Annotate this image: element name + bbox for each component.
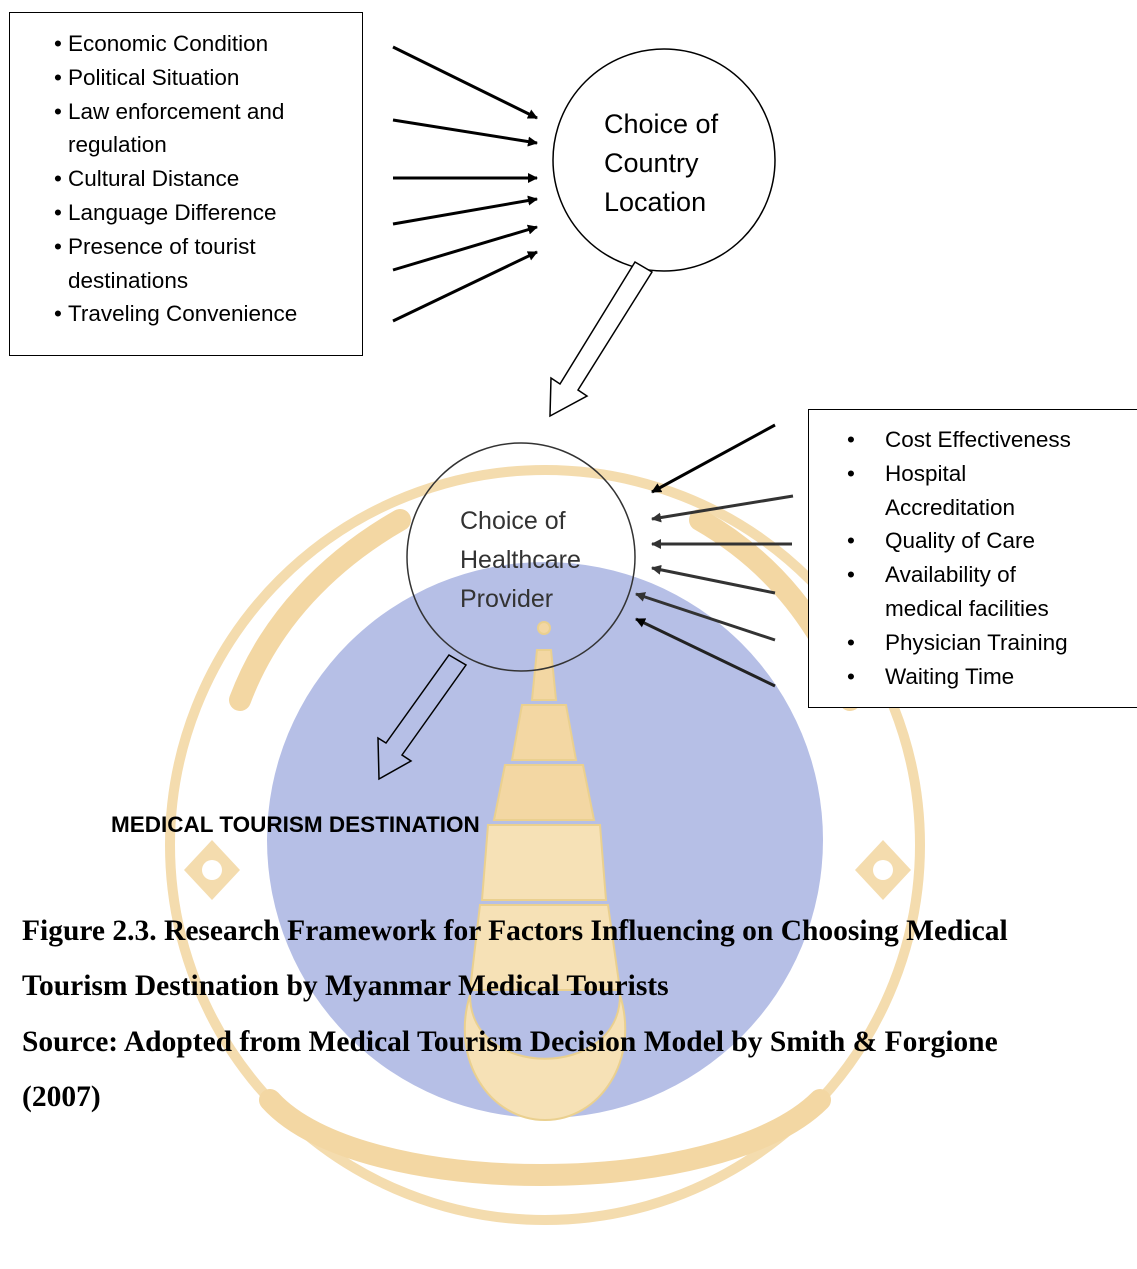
- block-arrow-country-to-provider: [549, 260, 654, 418]
- provider-factor-arrows: [635, 423, 794, 688]
- provider-node-line: Provider: [460, 585, 554, 613]
- block-arrow-provider-to-destination: [377, 654, 468, 781]
- list-item: Availability of medical facilities: [809, 558, 1085, 626]
- country-factors-box: Economic Condition Political Situation L…: [9, 12, 363, 356]
- list-item: Cost Effectiveness: [809, 423, 1137, 457]
- destination-label: MEDICAL TOURISM DESTINATION: [111, 812, 480, 837]
- list-item: Presence of tourist destinations: [10, 230, 298, 298]
- country-node-line: Location: [604, 187, 707, 217]
- country-factors-list: Economic Condition Political Situation L…: [10, 13, 362, 331]
- arrow: [392, 118, 538, 147]
- arrow: [651, 564, 776, 595]
- provider-node-circle: [406, 442, 636, 672]
- figure-caption-line: Figure 2.3. Research Framework for Facto…: [22, 915, 1008, 947]
- arrow: [392, 195, 538, 226]
- list-item: Traveling Convenience: [10, 297, 362, 331]
- seal-crest: [463, 621, 627, 1122]
- figure-caption-line: Tourism Destination by Myanmar Medical T…: [22, 970, 669, 1002]
- list-item: Economic Condition: [10, 27, 362, 61]
- seal-outer-ring: [165, 465, 925, 1225]
- seal-flower-left: [184, 840, 240, 900]
- list-item: Political Situation: [10, 61, 362, 95]
- list-item: Waiting Time: [809, 660, 1137, 694]
- seal-flower-right: [855, 840, 911, 900]
- arrow: [635, 592, 776, 642]
- figure-source-line: Source: Adopted from Medical Tourism Dec…: [22, 1026, 998, 1058]
- provider-factors-list: Cost Effectiveness Hospital Accreditatio…: [809, 410, 1137, 693]
- list-item: Physician Training: [809, 626, 1137, 660]
- figure-source-line: (2007): [22, 1081, 101, 1113]
- list-item: Hospital Accreditation: [809, 457, 1055, 525]
- arrow: [392, 250, 538, 323]
- country-node-circle: [552, 48, 776, 272]
- country-factor-arrows: [392, 45, 538, 323]
- provider-node-line: Choice of: [460, 507, 566, 535]
- arrow: [651, 423, 776, 494]
- arrow: [651, 494, 794, 523]
- list-item: Law enforcement and regulation: [10, 95, 318, 163]
- arrow: [392, 224, 538, 272]
- list-item: Language Difference: [10, 196, 362, 230]
- country-node-line: Country: [604, 148, 699, 178]
- provider-node-line: Healthcare: [460, 546, 581, 574]
- provider-factors-box: Cost Effectiveness Hospital Accreditatio…: [808, 409, 1137, 708]
- provider-node-label: Choice of Healthcare Provider: [460, 502, 581, 619]
- country-node-line: Choice of: [604, 109, 719, 139]
- country-node-label: Choice of Country Location: [604, 105, 718, 222]
- arrow: [635, 617, 776, 688]
- list-item: Cultural Distance: [10, 162, 362, 196]
- arrow: [392, 45, 538, 120]
- list-item: Quality of Care: [809, 524, 1137, 558]
